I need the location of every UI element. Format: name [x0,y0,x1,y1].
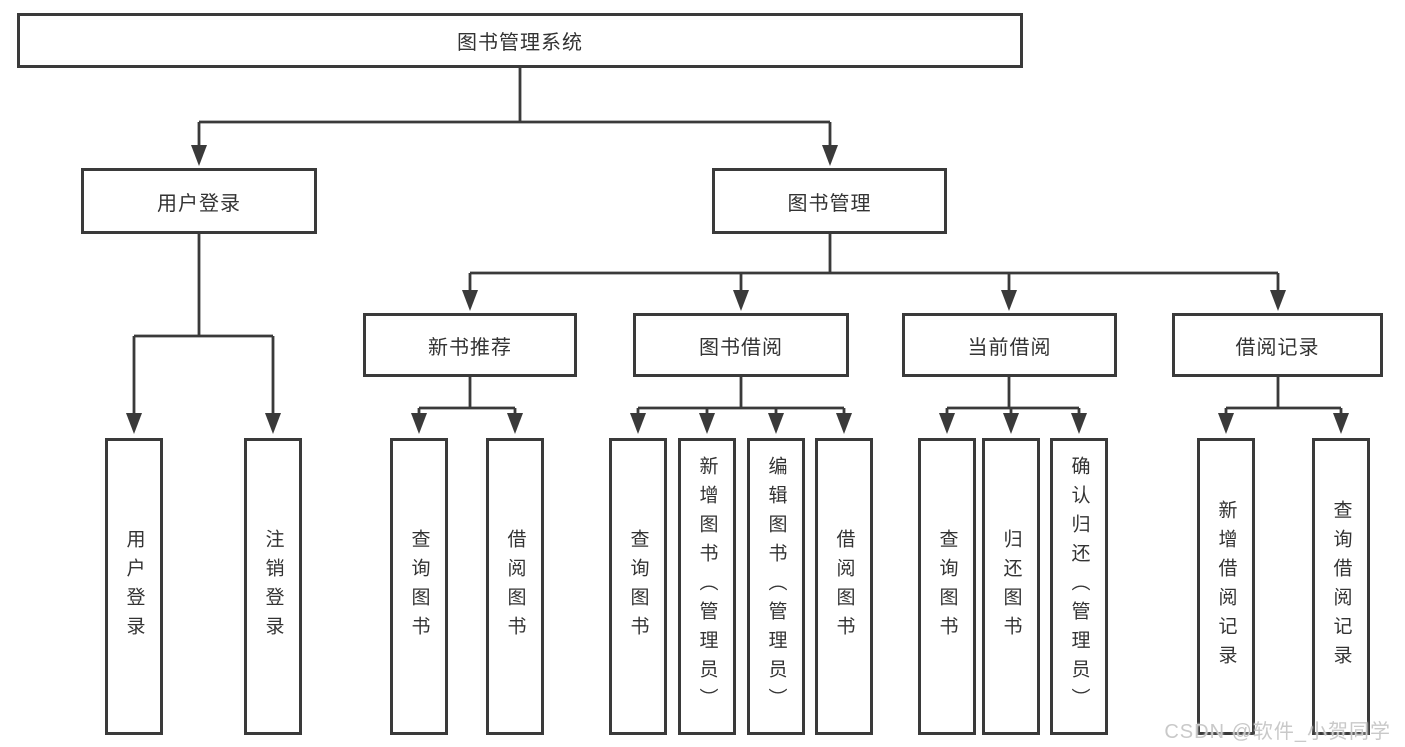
arrowhead-icon [1218,413,1234,434]
node-borrow-records: 借阅记录 [1172,313,1383,377]
connector-user-login-branch [132,234,275,418]
leaf-label: 查询图书 [408,528,430,645]
connector-new-books-branch [417,377,517,418]
arrowhead-icon [265,413,281,434]
leaf-label: 查询借阅记录 [1330,499,1352,674]
connector-book-mgmt-branch [468,234,1280,295]
node-book-borrow: 图书借阅 [633,313,849,377]
arrowhead-icon [191,145,207,166]
leaf-label: 注销登录 [262,528,284,645]
leaf-label: 借阅图书 [833,528,855,645]
leaf-logout: 注销登录 [244,438,302,735]
node-library-management-system: 图书管理系统 [17,13,1023,68]
arrowhead-icon [1270,290,1286,311]
arrowhead-icon [1333,413,1349,434]
leaf-newbooks-borrow-book: 借阅图书 [486,438,544,735]
leaf-user-login: 用户登录 [105,438,163,735]
arrowhead-icon [822,145,838,166]
leaf-label: 借阅图书 [504,528,526,645]
leaf-label: 归还图书 [1000,528,1022,645]
leaf-borrow-borrow-book: 借阅图书 [815,438,873,735]
node-label: 当前借阅 [967,336,1052,359]
connector-book-borrow-branch [636,377,846,418]
leaf-current-return-book: 归还图书 [982,438,1040,735]
leaf-newbooks-query-book: 查询图书 [390,438,448,735]
leaf-label: 新增图书（管理员） [696,456,718,717]
arrowhead-icon [1003,413,1019,434]
leaf-borrow-query-book: 查询图书 [609,438,667,735]
arrowhead-icon [733,290,749,311]
node-new-book-recommend: 新书推荐 [363,313,577,377]
arrowheads [126,145,1349,434]
node-label: 借阅记录 [1235,336,1320,359]
leaf-label: 确认归还（管理员） [1068,456,1090,717]
leaf-records-add-record: 新增借阅记录 [1197,438,1255,735]
csdn-watermark: CSDN @软件_小贺同学 [1164,721,1391,743]
leaf-current-confirm-return-admin: 确认归还（管理员） [1050,438,1108,735]
arrowhead-icon [507,413,523,434]
arrowhead-icon [768,413,784,434]
leaf-records-query-record: 查询借阅记录 [1312,438,1370,735]
node-current-borrow: 当前借阅 [902,313,1117,377]
leaf-label: 编辑图书（管理员） [765,456,787,717]
node-label: 新书推荐 [428,336,512,359]
leaf-label: 查询图书 [936,528,958,645]
connector-root-branch [197,68,832,150]
arrowhead-icon [630,413,646,434]
leaf-label: 用户登录 [123,528,145,645]
arrowhead-icon [126,413,142,434]
node-label: 用户登录 [157,192,241,215]
leaf-current-query-book: 查询图书 [918,438,976,735]
leaf-borrow-add-book-admin: 新增图书（管理员） [678,438,736,735]
arrowhead-icon [939,413,955,434]
leaf-label: 查询图书 [627,528,649,645]
arrowhead-icon [1001,290,1017,311]
leaf-borrow-edit-book-admin: 编辑图书（管理员） [747,438,805,735]
connector-current-borrow-branch [945,377,1081,418]
node-book-management: 图书管理 [712,168,947,234]
arrowhead-icon [462,290,478,311]
arrowhead-icon [411,413,427,434]
leaf-label: 新增借阅记录 [1215,499,1237,674]
node-label: 图书借阅 [699,336,783,359]
arrowhead-icon [836,413,852,434]
node-label: 图书管理 [787,192,872,215]
arrowhead-icon [1071,413,1087,434]
node-label: 图书管理系统 [457,32,583,54]
connector-borrow-records-branch [1224,377,1343,418]
node-user-login: 用户登录 [81,168,317,234]
arrowhead-icon [699,413,715,434]
